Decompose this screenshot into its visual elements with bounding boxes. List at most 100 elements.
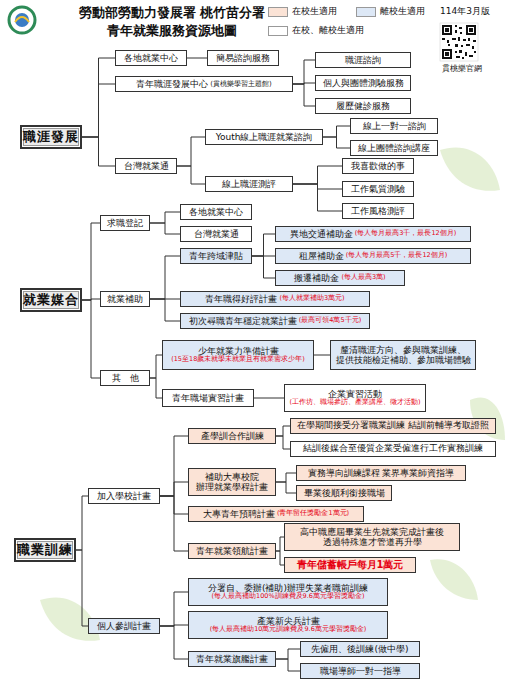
- service-box: 個人與團體測驗服務: [315, 75, 411, 91]
- connector-line: [76, 550, 88, 626]
- connector-line: [293, 60, 315, 84]
- map-title: 勞動部勞動力發展署 桃竹苗分署 青年就業服務資源地圖: [72, 4, 272, 39]
- service-box: 企業實習活動(工作坊、職場參訪、產業講座、徵才活動): [284, 384, 426, 412]
- legend-text: 在校生適用: [292, 5, 337, 18]
- connector-line: [276, 473, 296, 482]
- service-box: 補助大專校院 辦理就業學程計畫: [188, 468, 276, 496]
- service-box: 各地就業中心: [180, 204, 252, 220]
- service-box: 青年職得好評計畫(每人就業補助3萬元): [180, 291, 370, 307]
- service-box: 高中職應屆畢業生先就業完成計畫後 透過特殊進才管道再升學: [284, 523, 460, 551]
- service-box: 在學期間接受分署職業訓練 結訓前輔導考取證照: [290, 418, 496, 434]
- service-box: 個人參訓計畫: [88, 618, 160, 634]
- service-box: 工作風格測評: [342, 203, 414, 219]
- legend-swatch: [356, 7, 376, 17]
- node-text: 台灣就業通: [194, 229, 239, 239]
- service-box: 少年就業力準備計畫(15至18歲未就學未就業且有就業需求少年): [162, 340, 314, 370]
- node-text: 大專青年預聘計畫: [203, 509, 275, 519]
- category-box: 職業訓練: [14, 538, 76, 562]
- node-text: 我喜歡做的事: [351, 161, 405, 171]
- node-text: 職涯發展: [23, 130, 79, 145]
- connector-line: [150, 223, 180, 234]
- node-text: 各地就業中心: [124, 53, 178, 63]
- service-box: 大專青年預聘計畫(青年留任獎勵金1萬元): [188, 506, 364, 522]
- service-box: 加入學校計畫: [88, 488, 160, 504]
- node-text: Youth線上職涯就業諮詢: [216, 132, 313, 142]
- service-box: 畢業後順利銜接職場: [296, 485, 392, 501]
- node-text: 青年就業旗艦計畫: [196, 654, 268, 664]
- node-text: 高中職應屆畢業生先就業完成計畫後 透過特殊進才管道再升學: [288, 527, 456, 548]
- node-text: 初次尋職青年穩定就業計畫: [189, 316, 297, 326]
- service-box: 搬遷補助金(每人最高3萬): [275, 270, 405, 286]
- service-box: 求職登記: [100, 215, 150, 231]
- note-text: (貫桃樂學習主題館): [210, 80, 271, 88]
- service-box: 青年跨域津貼: [180, 248, 252, 264]
- connector-line: [177, 166, 205, 184]
- node-text: 青年就業領航計畫: [196, 546, 268, 556]
- node-text: 職涯諮詢: [345, 55, 381, 65]
- service-box: 簡易諮詢服務: [207, 50, 279, 66]
- node-text: 就業補助: [107, 294, 143, 304]
- node-text: 工作氣質測驗: [351, 184, 405, 194]
- connector-line: [82, 58, 115, 137]
- node-text: 線上一對一諮詢: [363, 121, 426, 131]
- connector-line: [150, 299, 180, 321]
- node-text: 異地交通補助金: [290, 229, 353, 239]
- service-box: 線上團體諮詢講座: [350, 140, 438, 156]
- connector-line: [276, 551, 284, 565]
- node-text: 線上團體諮詢講座: [358, 143, 430, 153]
- node-text: 個人參訓計畫: [97, 621, 151, 631]
- connector-line: [150, 256, 180, 299]
- connector-line: [150, 378, 162, 398]
- connector-line: [252, 234, 275, 256]
- connector-line: [82, 300, 100, 378]
- connector-line: [323, 126, 350, 137]
- legend-text: 在校、離校生適用: [292, 24, 364, 37]
- service-box: 職場導師一對一指導: [300, 663, 420, 679]
- node-text: 搬遷補助金: [294, 273, 339, 283]
- service-box: 線上職涯測評: [205, 176, 293, 192]
- service-box: 就業補助: [100, 291, 150, 307]
- connector-line: [254, 398, 284, 399]
- legend-swatch: [268, 7, 288, 17]
- category-box: 就業媒合: [20, 288, 82, 312]
- note-text: (每人每月最高3千，最長12個月): [355, 230, 456, 237]
- node-text: 個人與團體測驗服務: [323, 78, 404, 88]
- connector-line: [314, 355, 330, 356]
- leaf-decoration: [40, 147, 505, 640]
- service-box: 台灣就業通: [115, 158, 177, 174]
- service-box: 青年職涯發展中心(貫桃樂學習主題館): [115, 76, 293, 92]
- legend-item: 離校生適用: [356, 5, 425, 18]
- node-text: 各地就業中心: [189, 207, 243, 217]
- connector-line: [187, 58, 207, 59]
- node-text: 簡易諮詢服務: [216, 53, 270, 63]
- node-text: 其 他: [112, 373, 139, 383]
- legend-text: 離校生適用: [380, 5, 425, 18]
- connector-line: [160, 482, 188, 496]
- connector-line: [252, 256, 275, 278]
- service-box: 分署自、委辦(補助)辦理失業者職前訓練(每人最高補助100%訓練費及9.6萬元學…: [188, 578, 388, 606]
- service-box: 產學訓合作訓練: [188, 428, 276, 444]
- service-box: 職涯諮詢: [315, 52, 411, 68]
- category-box: 職涯發展: [20, 125, 82, 149]
- service-box: 釐清職涯方向、參與職業訓練、 提供技能檢定補助、參加職場體驗: [330, 340, 476, 370]
- connector-line: [276, 537, 284, 551]
- connector-line: [160, 626, 188, 659]
- connector-line: [293, 184, 342, 211]
- node-text: 租屋補助金: [299, 251, 344, 261]
- connector-line: [276, 482, 296, 493]
- connector-line: [177, 137, 205, 166]
- node-text: 青年職得好評計畫: [205, 294, 277, 304]
- connector-line: [276, 436, 290, 449]
- node-text: 在學期間接受分署職業訓練 結訓前輔導考取證照: [297, 421, 489, 431]
- node-text: 台灣就業通: [124, 161, 169, 171]
- node-text: 產業新尖兵計畫: [257, 616, 320, 626]
- legend-item: 在校、離校生適用: [268, 24, 364, 37]
- service-box: 青年職場實習計畫: [162, 389, 254, 407]
- node-text: 釐清職涯方向、參與職業訓練、 提供技能檢定補助、參加職場體驗: [334, 345, 472, 366]
- node-text: 工作風格測評: [351, 206, 405, 216]
- node-text: 先僱用、後訓練(做中學): [311, 644, 408, 654]
- connector-line: [160, 496, 188, 551]
- node-text: 企業實習活動: [328, 389, 382, 399]
- node-text: 青年儲蓄帳戶每月1萬元: [297, 559, 404, 571]
